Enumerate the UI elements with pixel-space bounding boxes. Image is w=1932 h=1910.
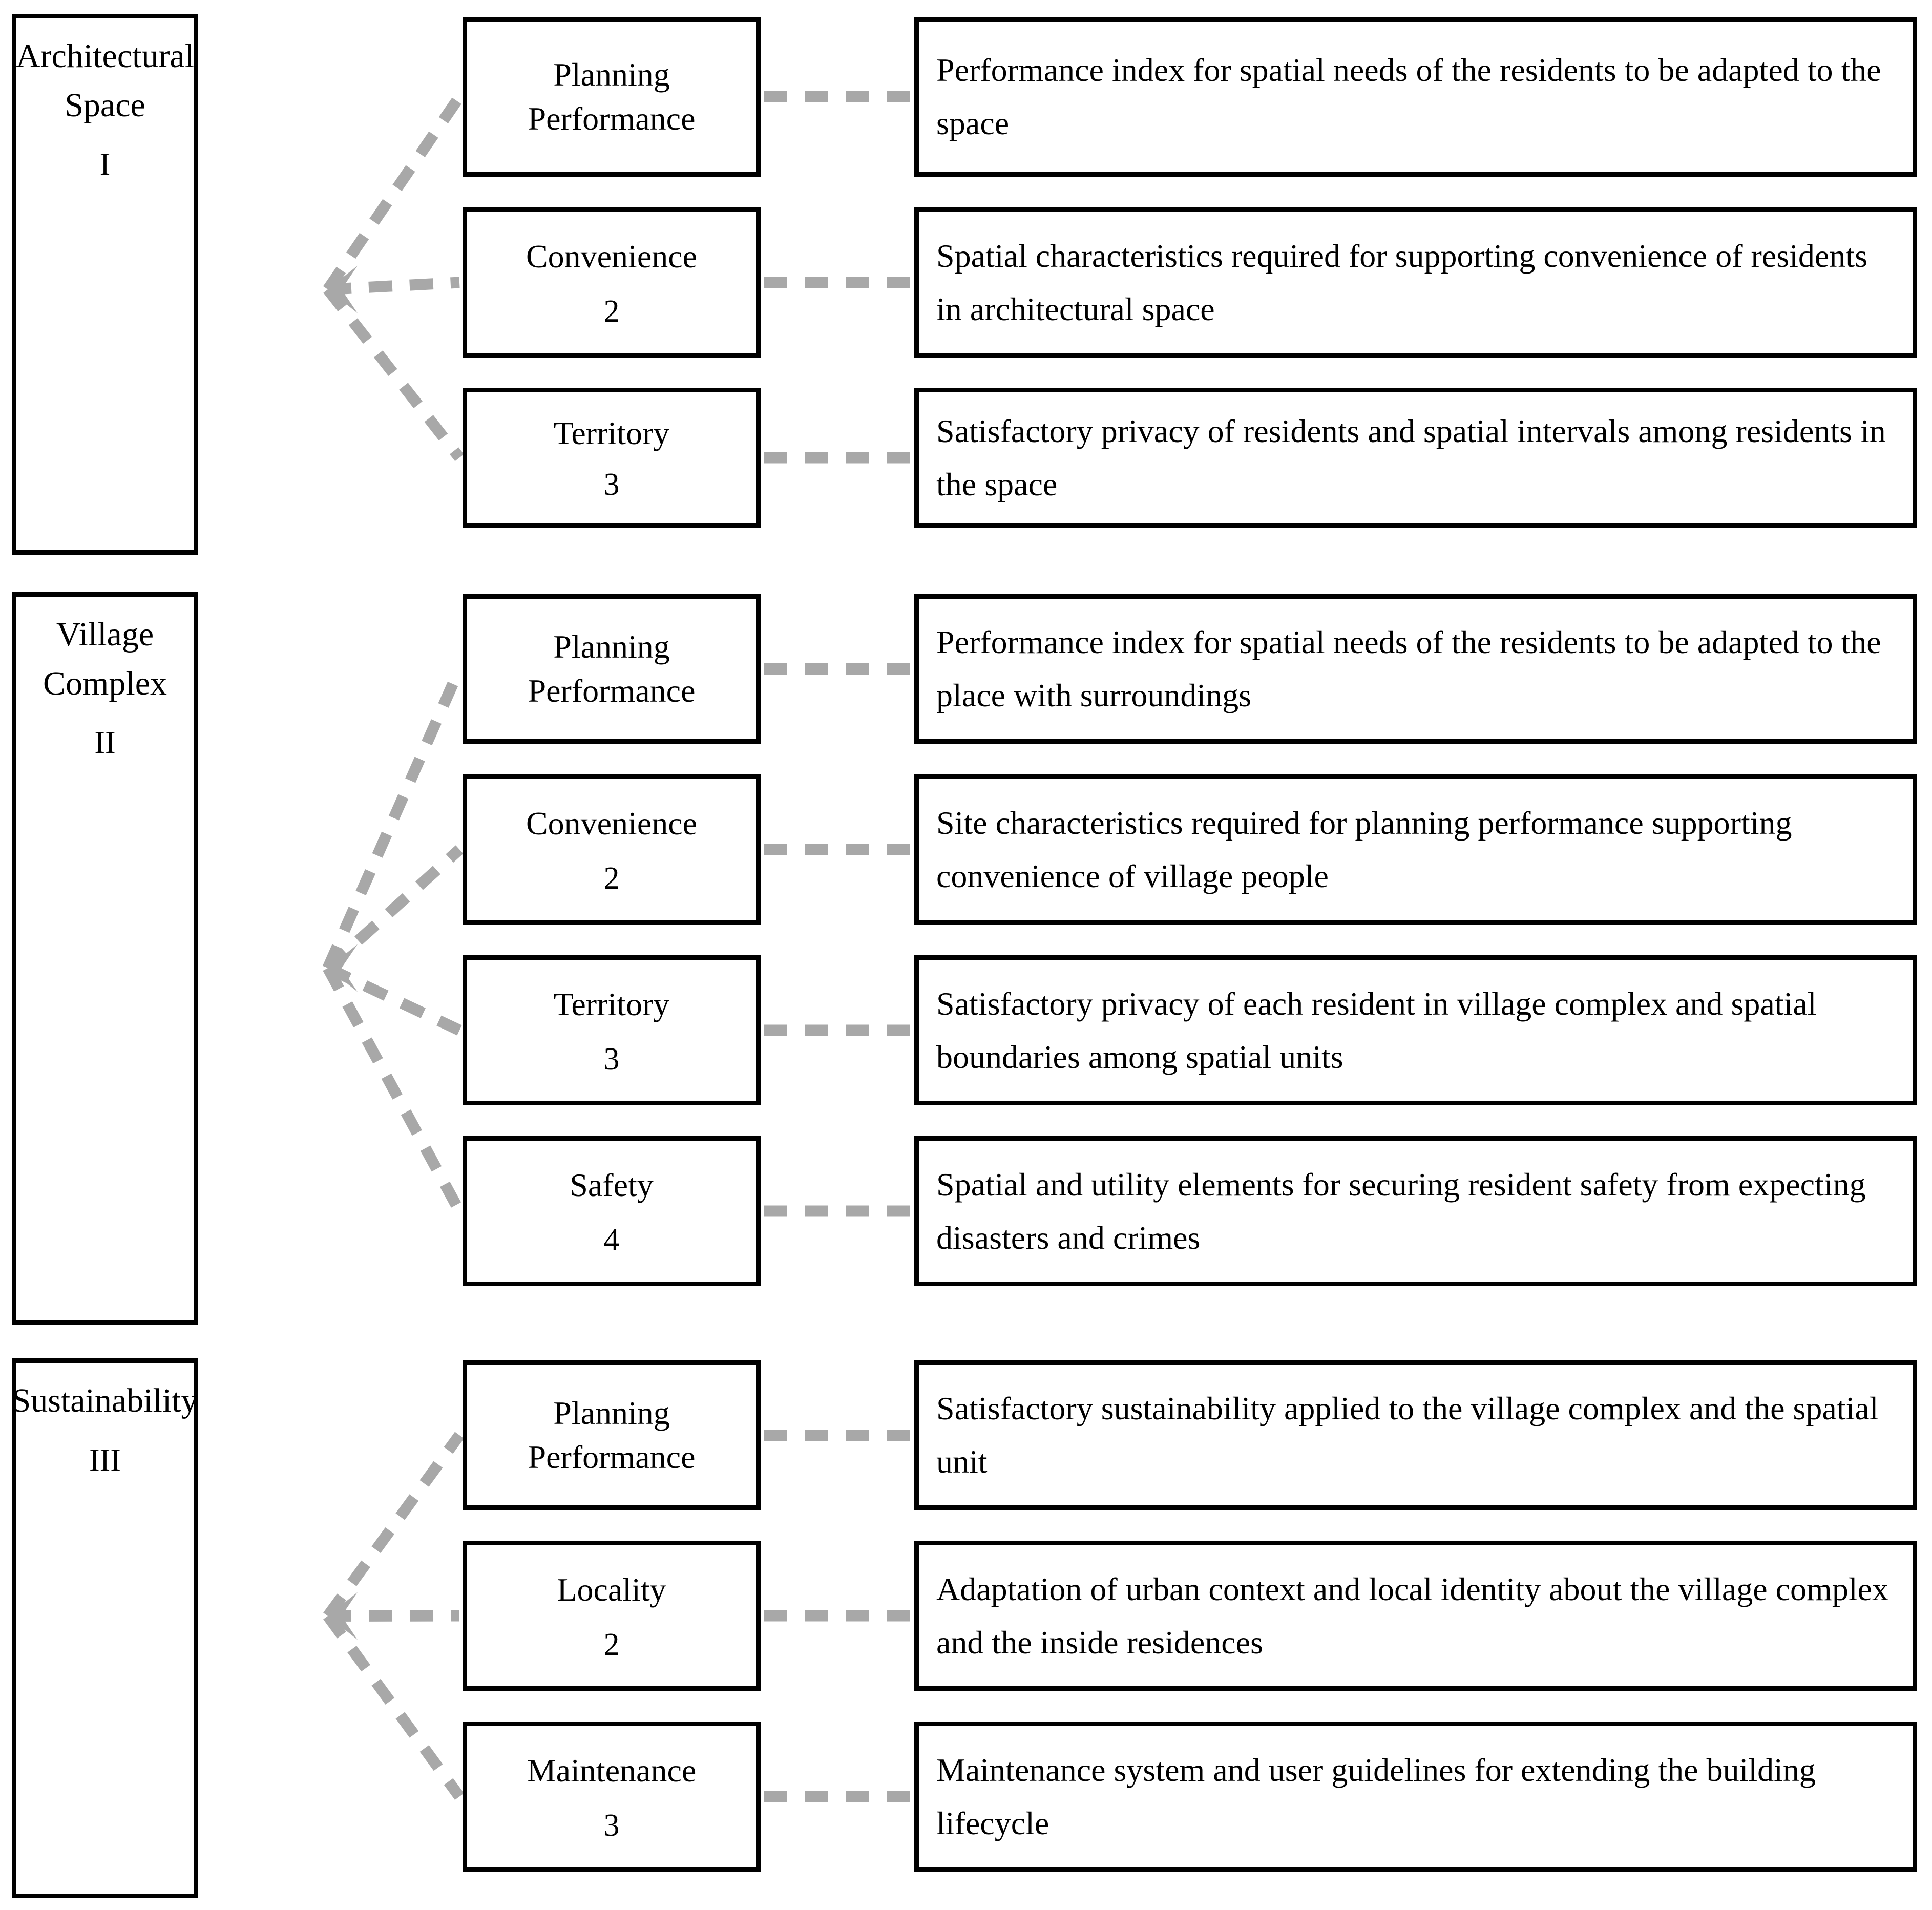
criterion-label: Locality bbox=[557, 1571, 666, 1608]
category-label: Architectural Space bbox=[15, 37, 195, 124]
description-text: Satisfactory privacy of residents and sp… bbox=[936, 412, 1886, 502]
criterion-box[interactable]: Planning Performance bbox=[463, 1360, 761, 1510]
category-numeral: II bbox=[94, 725, 116, 761]
description-box: Satisfactory sustainability applied to t… bbox=[914, 1360, 1917, 1510]
description-box: Satisfactory privacy of residents and sp… bbox=[914, 388, 1917, 528]
branch-connector bbox=[323, 1432, 464, 1620]
criterion-box[interactable]: Convenience 2 bbox=[463, 207, 761, 358]
criterion-label: Convenience bbox=[526, 238, 698, 275]
criterion-box[interactable]: Territory 3 bbox=[463, 388, 761, 528]
category-label: Village Complex bbox=[43, 616, 167, 702]
criterion-box[interactable]: Safety 4 bbox=[463, 1136, 761, 1286]
description-text: Performance index for spatial needs of t… bbox=[936, 624, 1881, 713]
criterion-number: 4 bbox=[603, 1222, 620, 1257]
description-text: Satisfactory sustainability applied to t… bbox=[936, 1390, 1879, 1480]
branch-connector bbox=[324, 845, 464, 973]
criterion-number: 2 bbox=[603, 860, 620, 896]
description-box: Performance index for spatial needs of t… bbox=[914, 17, 1917, 177]
description-box: Maintenance system and user guidelines f… bbox=[914, 1722, 1917, 1872]
arrowhead-icon bbox=[328, 265, 358, 313]
criterion-label: Planning Performance bbox=[528, 56, 696, 137]
description-text: Spatial characteristics required for sup… bbox=[936, 237, 1867, 327]
criterion-box[interactable]: Planning Performance bbox=[463, 594, 761, 744]
description-box: Spatial and utility elements for securin… bbox=[914, 1136, 1917, 1286]
criterion-box[interactable]: Maintenance 3 bbox=[463, 1722, 761, 1872]
description-box: Spatial characteristics required for sup… bbox=[914, 207, 1917, 358]
criterion-number: 3 bbox=[603, 1041, 620, 1077]
criterion-box[interactable]: Planning Performance bbox=[463, 17, 761, 177]
arrowhead-icon bbox=[328, 944, 358, 992]
criterion-label: Planning Performance bbox=[528, 1394, 696, 1475]
branch-connector bbox=[323, 1612, 464, 1800]
criterion-label: Territory bbox=[553, 415, 670, 452]
branch-connector bbox=[323, 286, 464, 461]
description-text: Site characteristics required for planni… bbox=[936, 804, 1792, 894]
criterion-box[interactable]: Territory 3 bbox=[463, 955, 761, 1105]
description-text: Adaptation of urban context and local id… bbox=[936, 1570, 1888, 1661]
criterion-number: 2 bbox=[603, 293, 620, 329]
branch-connector bbox=[323, 93, 465, 293]
criterion-number: 2 bbox=[603, 1627, 620, 1662]
description-box: Satisfactory privacy of each resident in… bbox=[914, 955, 1917, 1105]
description-text: Maintenance system and user guidelines f… bbox=[936, 1751, 1816, 1841]
description-box: Performance index for spatial needs of t… bbox=[914, 594, 1917, 744]
description-text: Spatial and utility elements for securin… bbox=[936, 1166, 1866, 1256]
category-label: Sustainability bbox=[12, 1382, 198, 1419]
criterion-label: Territory bbox=[553, 986, 670, 1023]
branch-connector bbox=[327, 277, 460, 295]
criterion-label: Convenience bbox=[526, 805, 698, 842]
arrowhead-icon bbox=[328, 1592, 358, 1640]
criterion-number: 3 bbox=[603, 467, 620, 502]
category-numeral: I bbox=[99, 147, 111, 182]
criterion-label: Planning Performance bbox=[528, 628, 696, 709]
category-numeral: III bbox=[89, 1442, 121, 1478]
description-box: Adaptation of urban context and local id… bbox=[914, 1541, 1917, 1691]
branch-connector bbox=[327, 1610, 460, 1622]
branch-connector bbox=[325, 963, 462, 1036]
description-box: Site characteristics required for planni… bbox=[914, 774, 1917, 925]
criterion-label: Maintenance bbox=[527, 1752, 697, 1789]
criterion-box[interactable]: Convenience 2 bbox=[463, 774, 761, 925]
description-text: Performance index for spatial needs of t… bbox=[936, 52, 1881, 141]
criterion-label: Safety bbox=[570, 1167, 654, 1204]
criterion-box[interactable]: Locality 2 bbox=[463, 1541, 761, 1691]
criterion-number: 3 bbox=[603, 1808, 620, 1843]
branch-connector bbox=[322, 666, 465, 971]
description-text: Satisfactory privacy of each resident in… bbox=[936, 985, 1817, 1075]
branch-connector bbox=[323, 965, 465, 1214]
